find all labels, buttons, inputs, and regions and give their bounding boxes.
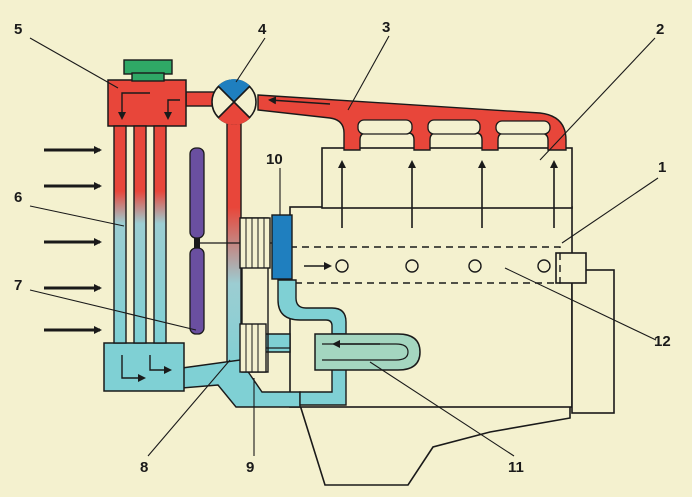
crank-pulley [239,217,271,269]
cylinder-head [321,147,573,209]
water-jacket-ports [335,259,551,273]
thermostat-cross [217,85,251,119]
leader-3 [347,35,390,111]
thermostat-bottom-quadrant [218,102,250,125]
block-upflow-arrows [338,160,558,228]
leader-lines [29,35,659,457]
radiator-top-tank [107,79,187,127]
label-3: 3 [382,19,390,36]
airflow-arrows [44,146,102,334]
water-pump [271,214,293,280]
heater-core-inner [322,343,409,361]
label-7: 7 [14,277,22,294]
label-10: 10 [266,151,283,168]
radiator-flow-arrow [118,92,150,120]
oil-pan [298,404,571,486]
manifold-loop [495,120,551,135]
manifold-loop [427,119,481,135]
label-12: 12 [654,333,671,350]
leader-4 [235,37,266,83]
upper-radiator-hose [185,91,215,107]
leader-12 [504,267,657,341]
label-11: 11 [508,459,524,476]
leader-6 [29,205,125,227]
leader-5 [29,37,119,89]
pump-pulley-grooves [245,324,259,372]
label-1: 1 [658,159,666,176]
jacket-port [405,259,419,273]
radiator-flow-arrow [121,355,146,382]
radiator-bottom-tank [103,342,185,392]
thermostat-top-quadrant [218,79,250,102]
pump-pulley [239,323,267,373]
leader-7 [29,289,197,331]
callout-labels: 1 2 3 4 5 6 7 8 9 10 11 12 [14,19,671,476]
radiator-tubes [113,125,167,344]
fan-blade-lower [189,247,205,335]
thermostat-valve [211,79,257,125]
leader-8 [147,359,231,457]
fan-blade-upper [189,147,205,239]
bypass-pipe [226,117,242,374]
heater-core [314,333,421,371]
label-8: 8 [140,459,148,476]
label-9: 9 [246,459,254,476]
manifold-loops [357,119,551,135]
label-2: 2 [656,21,664,38]
radiator-flow-arrow [149,355,172,374]
jacket-port [468,259,482,273]
crank-pulley-grooves [245,218,265,268]
radiator-cap [123,59,173,75]
label-6: 6 [14,189,22,206]
jacket-port [537,259,551,273]
leader-1 [561,177,659,244]
radiator-tube [113,125,127,344]
leader-2 [539,37,656,161]
radiator-flow-arrow [164,99,180,120]
radiator-tube [133,125,147,344]
jacket-port [335,259,349,273]
label-5: 5 [14,21,22,38]
label-4: 4 [258,21,267,38]
radiator-cap-neck [131,72,165,82]
manifold-flow-arrow [268,96,331,105]
fan-hub [194,238,200,248]
manifold-loop [357,119,413,135]
radiator-tube [153,125,167,344]
flywheel-housing [571,269,615,414]
radiator-flow-arrows [118,92,180,382]
leader-11 [369,361,515,457]
flywheel-housing-step [555,252,587,284]
